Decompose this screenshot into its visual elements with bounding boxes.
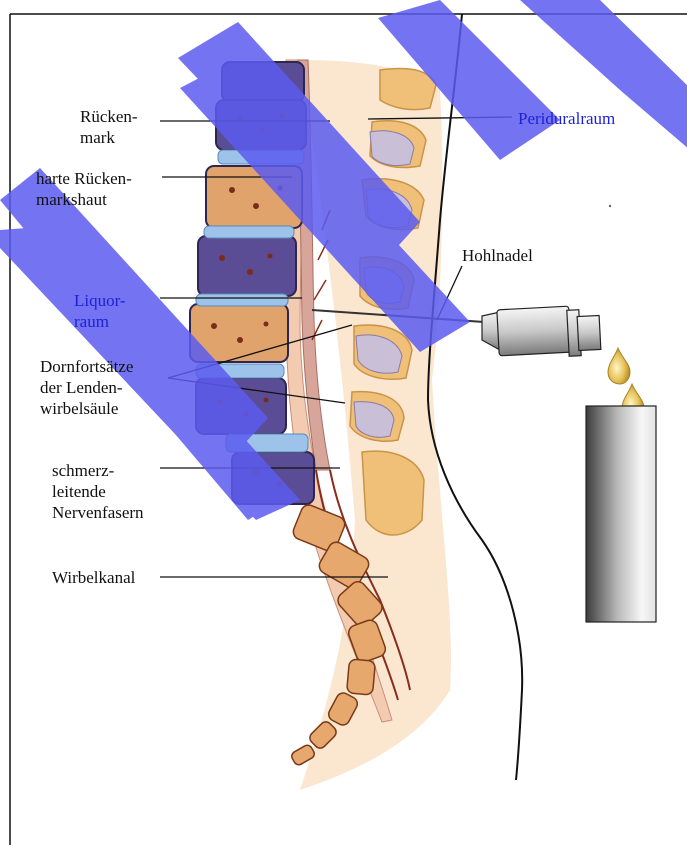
label-line: der Lenden- xyxy=(40,377,133,398)
label-line: Dornfortsätze xyxy=(40,356,133,377)
stray-dot xyxy=(609,205,611,207)
label-harte-rueckenmarkshaut: harte Rücken- markshaut xyxy=(36,168,132,210)
syringe xyxy=(482,306,601,356)
label-line: markshaut xyxy=(36,189,132,210)
label-schmerzleitende-nervenfasern: schmerz- leitende Nervenfasern xyxy=(52,460,144,523)
label-line: wirbelsäule xyxy=(40,398,133,419)
label-line: harte Rücken- xyxy=(36,168,132,189)
label-line: raum xyxy=(74,311,126,332)
label-hohlnadel: Hohlnadel xyxy=(462,245,533,266)
label-line: Wirbelkanal xyxy=(52,567,135,588)
label-rueckenmark: Rücken- mark xyxy=(80,106,138,148)
label-line: schmerz- xyxy=(52,460,144,481)
label-line: Periduralraum xyxy=(518,108,615,129)
label-wirbelkanal: Wirbelkanal xyxy=(52,567,135,588)
label-liquorraum: Liquor- raum xyxy=(74,290,126,332)
collection-container xyxy=(586,406,656,622)
label-dornfortsaetze: Dornfortsätze der Lenden- wirbelsäule xyxy=(40,356,133,419)
label-line: Nervenfasern xyxy=(52,502,144,523)
label-periduralraum: Periduralraum xyxy=(518,108,615,129)
label-line: Rücken- xyxy=(80,106,138,127)
label-line: Liquor- xyxy=(74,290,126,311)
label-line: Hohlnadel xyxy=(462,245,533,266)
label-line: mark xyxy=(80,127,138,148)
label-line: leitende xyxy=(52,481,144,502)
